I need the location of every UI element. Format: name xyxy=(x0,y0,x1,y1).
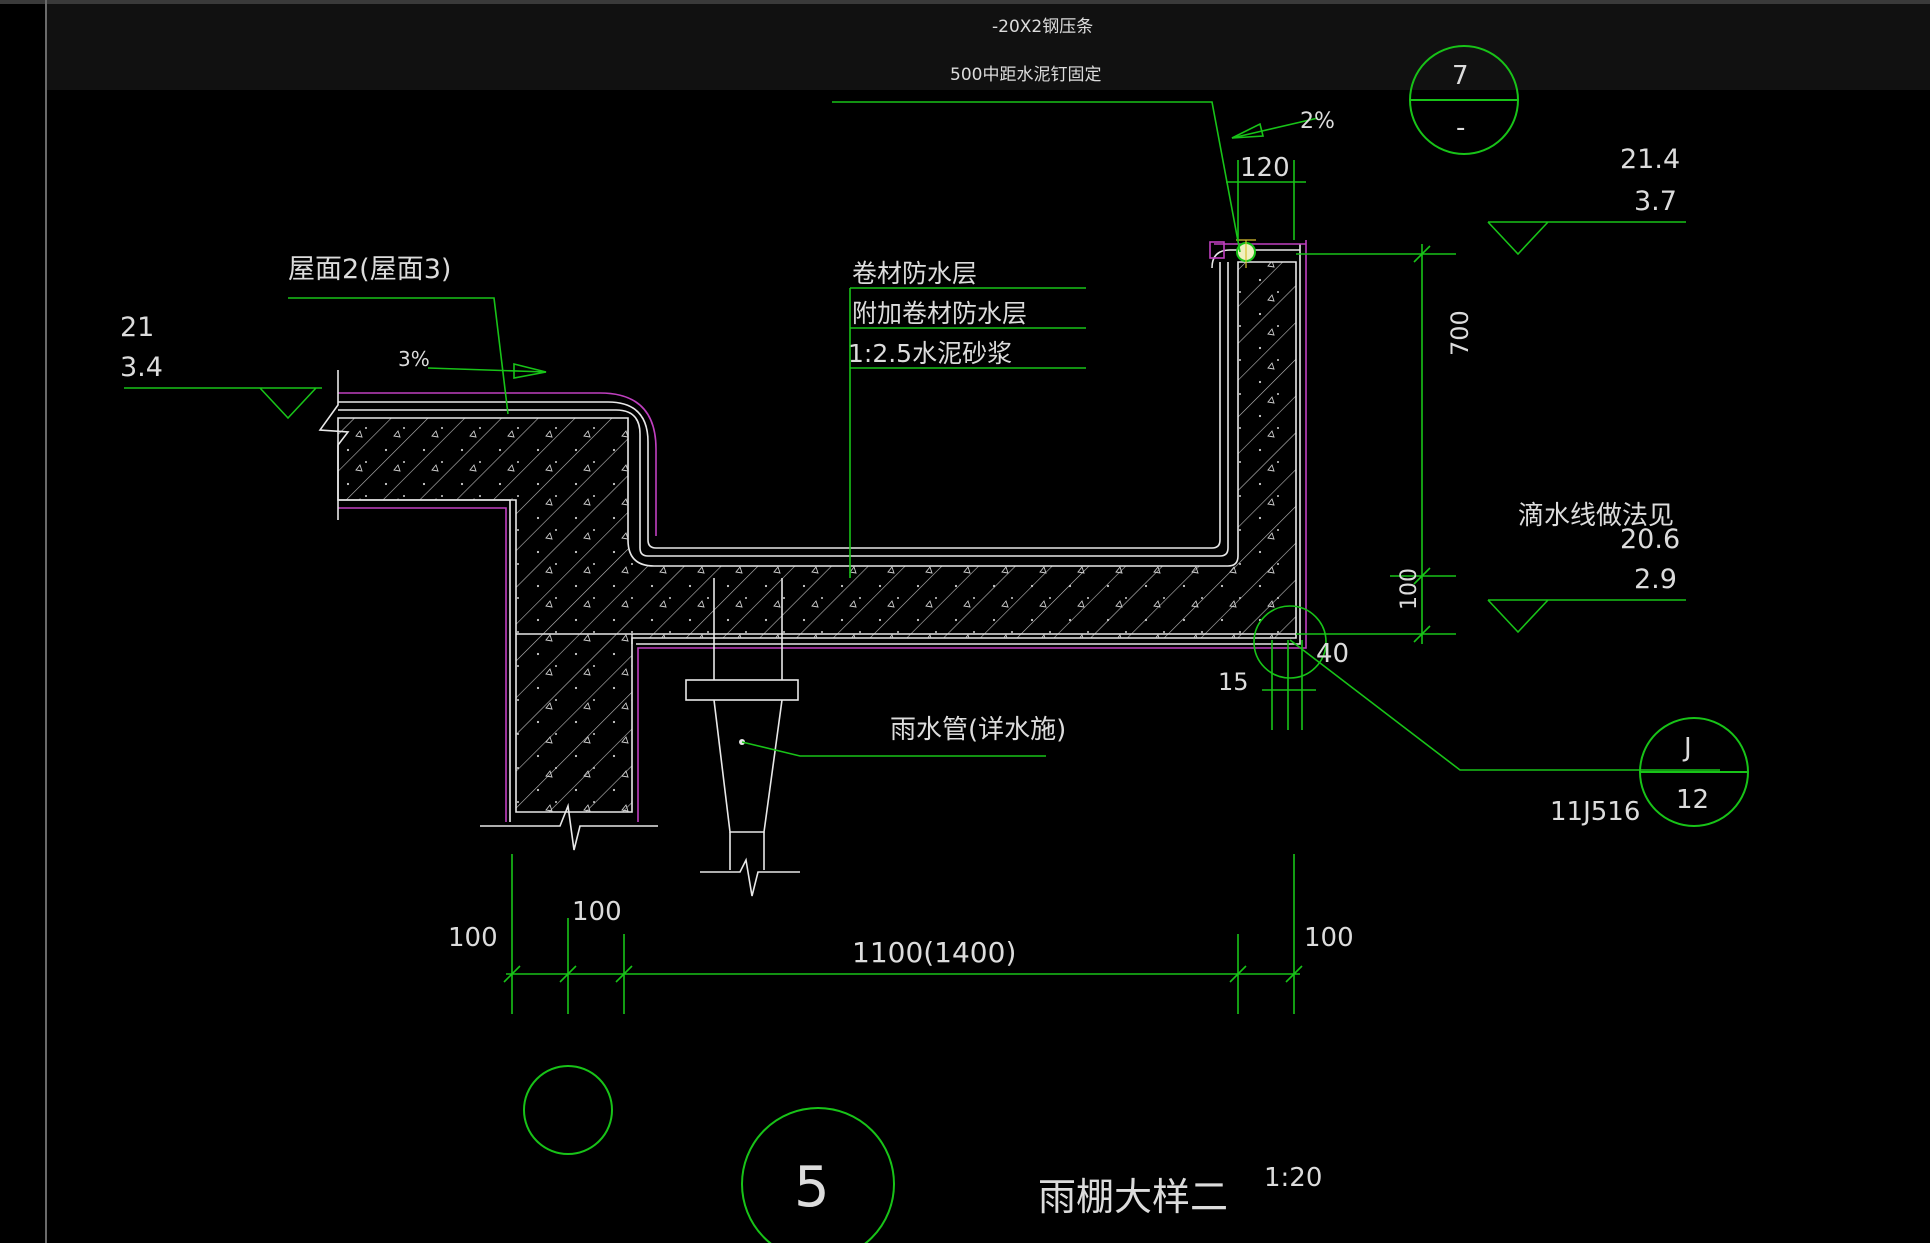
note-steel-strip: -20X2钢压条 xyxy=(992,17,1093,37)
dim-40: 40 xyxy=(1316,639,1349,669)
callout-j-top: J xyxy=(1682,733,1692,763)
dim-bottom-100-upper: 100 xyxy=(572,897,622,927)
slope-left: 3% xyxy=(398,347,430,371)
window-top-edge xyxy=(0,0,1930,4)
dim-15: 15 xyxy=(1218,668,1249,696)
elev-mid-right-1: 20.6 xyxy=(1620,524,1680,555)
callout-7-top: 7 xyxy=(1452,61,1469,91)
annotations xyxy=(288,101,1720,771)
drip-line-label: 滴水线做法见 xyxy=(1518,501,1674,531)
roof-label: 屋面2(屋面3) xyxy=(288,254,451,285)
title-strip xyxy=(46,4,1930,90)
elev-left-1: 21 xyxy=(120,312,154,343)
drawing-text: -20X2钢压条 500中距水泥钉固定 2% 120 700 100 40 15… xyxy=(120,17,1709,1220)
callout-j-reference: 11J516 xyxy=(1550,797,1640,827)
waterproof-membrane xyxy=(338,239,1307,822)
elevation-markers xyxy=(124,221,1686,634)
dim-700: 700 xyxy=(1446,310,1474,356)
elev-top-right-2: 3.7 xyxy=(1634,186,1677,217)
rain-pipe xyxy=(685,578,799,870)
drain-pipe-label: 雨水管(详水施) xyxy=(890,715,1066,745)
dim-120: 120 xyxy=(1240,153,1290,183)
break-lines xyxy=(318,370,800,897)
elev-mid-right-2: 2.9 xyxy=(1634,564,1677,595)
elev-top-right-1: 21.4 xyxy=(1620,144,1680,175)
layer-membrane: 卷材防水层 xyxy=(852,259,977,288)
detail-number: 5 xyxy=(794,1155,830,1220)
layer-additional-membrane: 附加卷材防水层 xyxy=(852,299,1027,328)
slope-top: 2% xyxy=(1300,109,1335,134)
layer-mortar: 1:2.5水泥砂浆 xyxy=(848,339,1012,368)
concrete-section xyxy=(337,261,1297,813)
callout-j-bottom: 12 xyxy=(1676,785,1709,815)
note-nail-spacing: 500中距水泥钉固定 xyxy=(950,65,1101,85)
callout-7-bottom: - xyxy=(1456,113,1465,143)
detail-scale: 1:20 xyxy=(1264,1163,1322,1193)
detail-title: 雨棚大样二 xyxy=(1038,1175,1228,1219)
elev-left-2: 3.4 xyxy=(120,352,163,383)
dim-bottom-main: 1100(1400) xyxy=(852,936,1016,969)
dimensions xyxy=(503,160,1456,1014)
dim-100-vertical: 100 xyxy=(1397,568,1422,610)
dim-bottom-left-100: 100 xyxy=(448,923,498,953)
viewport-left-edge xyxy=(45,0,47,1243)
dim-bottom-right-100: 100 xyxy=(1304,923,1354,953)
callouts xyxy=(523,45,1749,1243)
